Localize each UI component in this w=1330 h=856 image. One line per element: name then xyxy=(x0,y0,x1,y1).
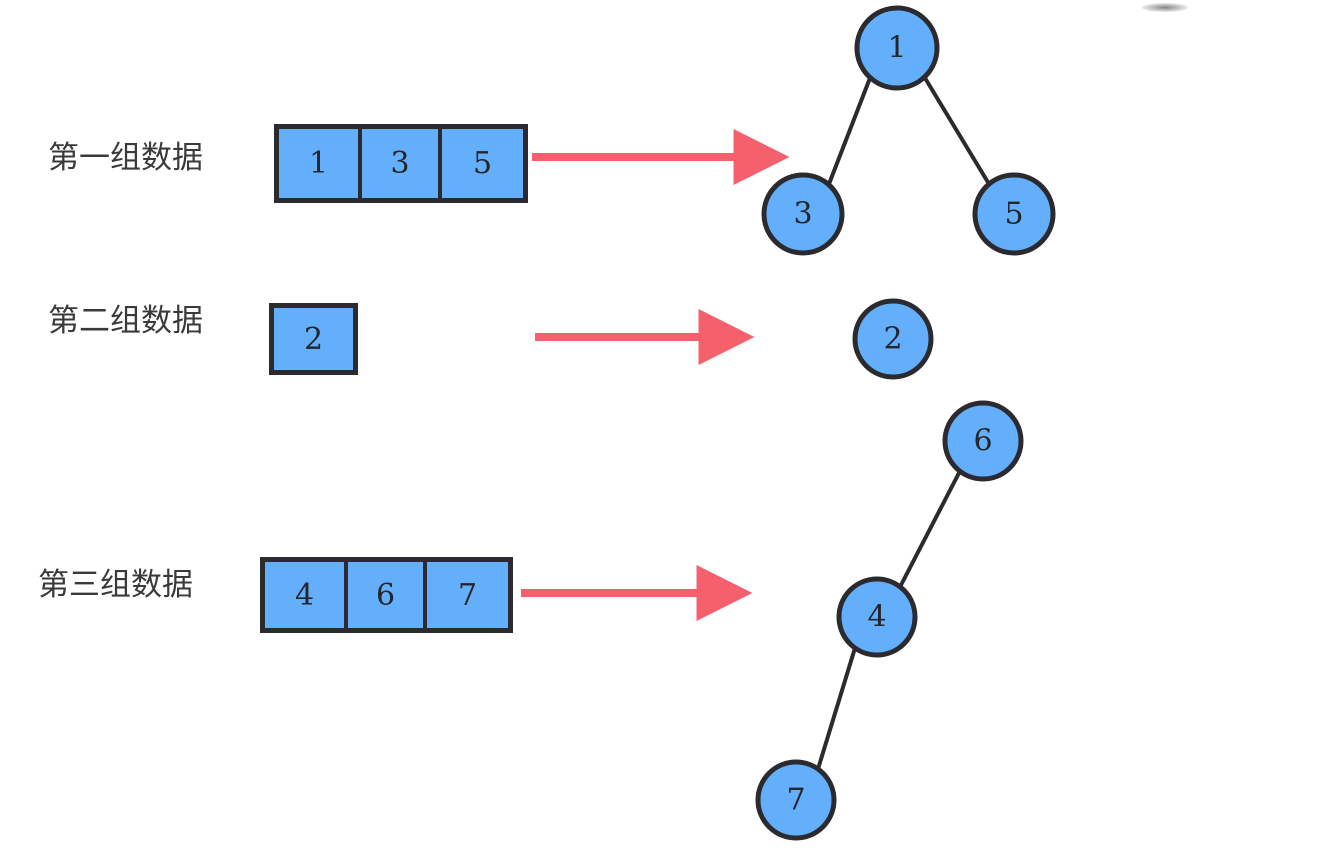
tree-node-label: 2 xyxy=(883,322,902,357)
smudge-artifact xyxy=(1142,3,1188,12)
tree-node-2: 2 xyxy=(852,298,934,380)
tree-node-4: 4 xyxy=(836,576,918,658)
tree-edges-group-1 xyxy=(827,76,991,186)
row-label-group-2: 第二组数据 xyxy=(48,303,203,339)
tree-node-6: 6 xyxy=(942,400,1024,482)
array-cell: 3 xyxy=(362,129,442,198)
tree-node-label: 7 xyxy=(786,783,805,818)
row-label-group-1: 第一组数据 xyxy=(48,140,203,176)
array-cell: 4 xyxy=(265,562,348,628)
tree-edges-group-3 xyxy=(816,470,962,770)
array-cell: 7 xyxy=(427,562,508,628)
tree-node-3: 3 xyxy=(761,172,845,256)
tree-node-label: 6 xyxy=(973,424,992,459)
tree-node-5: 5 xyxy=(972,172,1056,256)
tree-node-label: 1 xyxy=(887,31,906,66)
array-cell: 2 xyxy=(274,308,353,370)
array-cell: 5 xyxy=(442,129,523,198)
array-box-group-1: 1 3 5 xyxy=(274,124,528,203)
tree-node-label: 4 xyxy=(867,600,886,635)
array-cell: 1 xyxy=(279,129,362,198)
array-box-group-3: 4 6 7 xyxy=(260,557,513,633)
tree-node-label: 3 xyxy=(793,197,812,232)
row-label-group-3: 第三组数据 xyxy=(38,567,193,603)
array-box-group-2: 2 xyxy=(269,303,358,375)
tree-node-1: 1 xyxy=(854,5,940,91)
tree-node-label: 5 xyxy=(1004,197,1023,232)
array-cell: 6 xyxy=(348,562,427,628)
tree-node-7: 7 xyxy=(755,759,837,841)
